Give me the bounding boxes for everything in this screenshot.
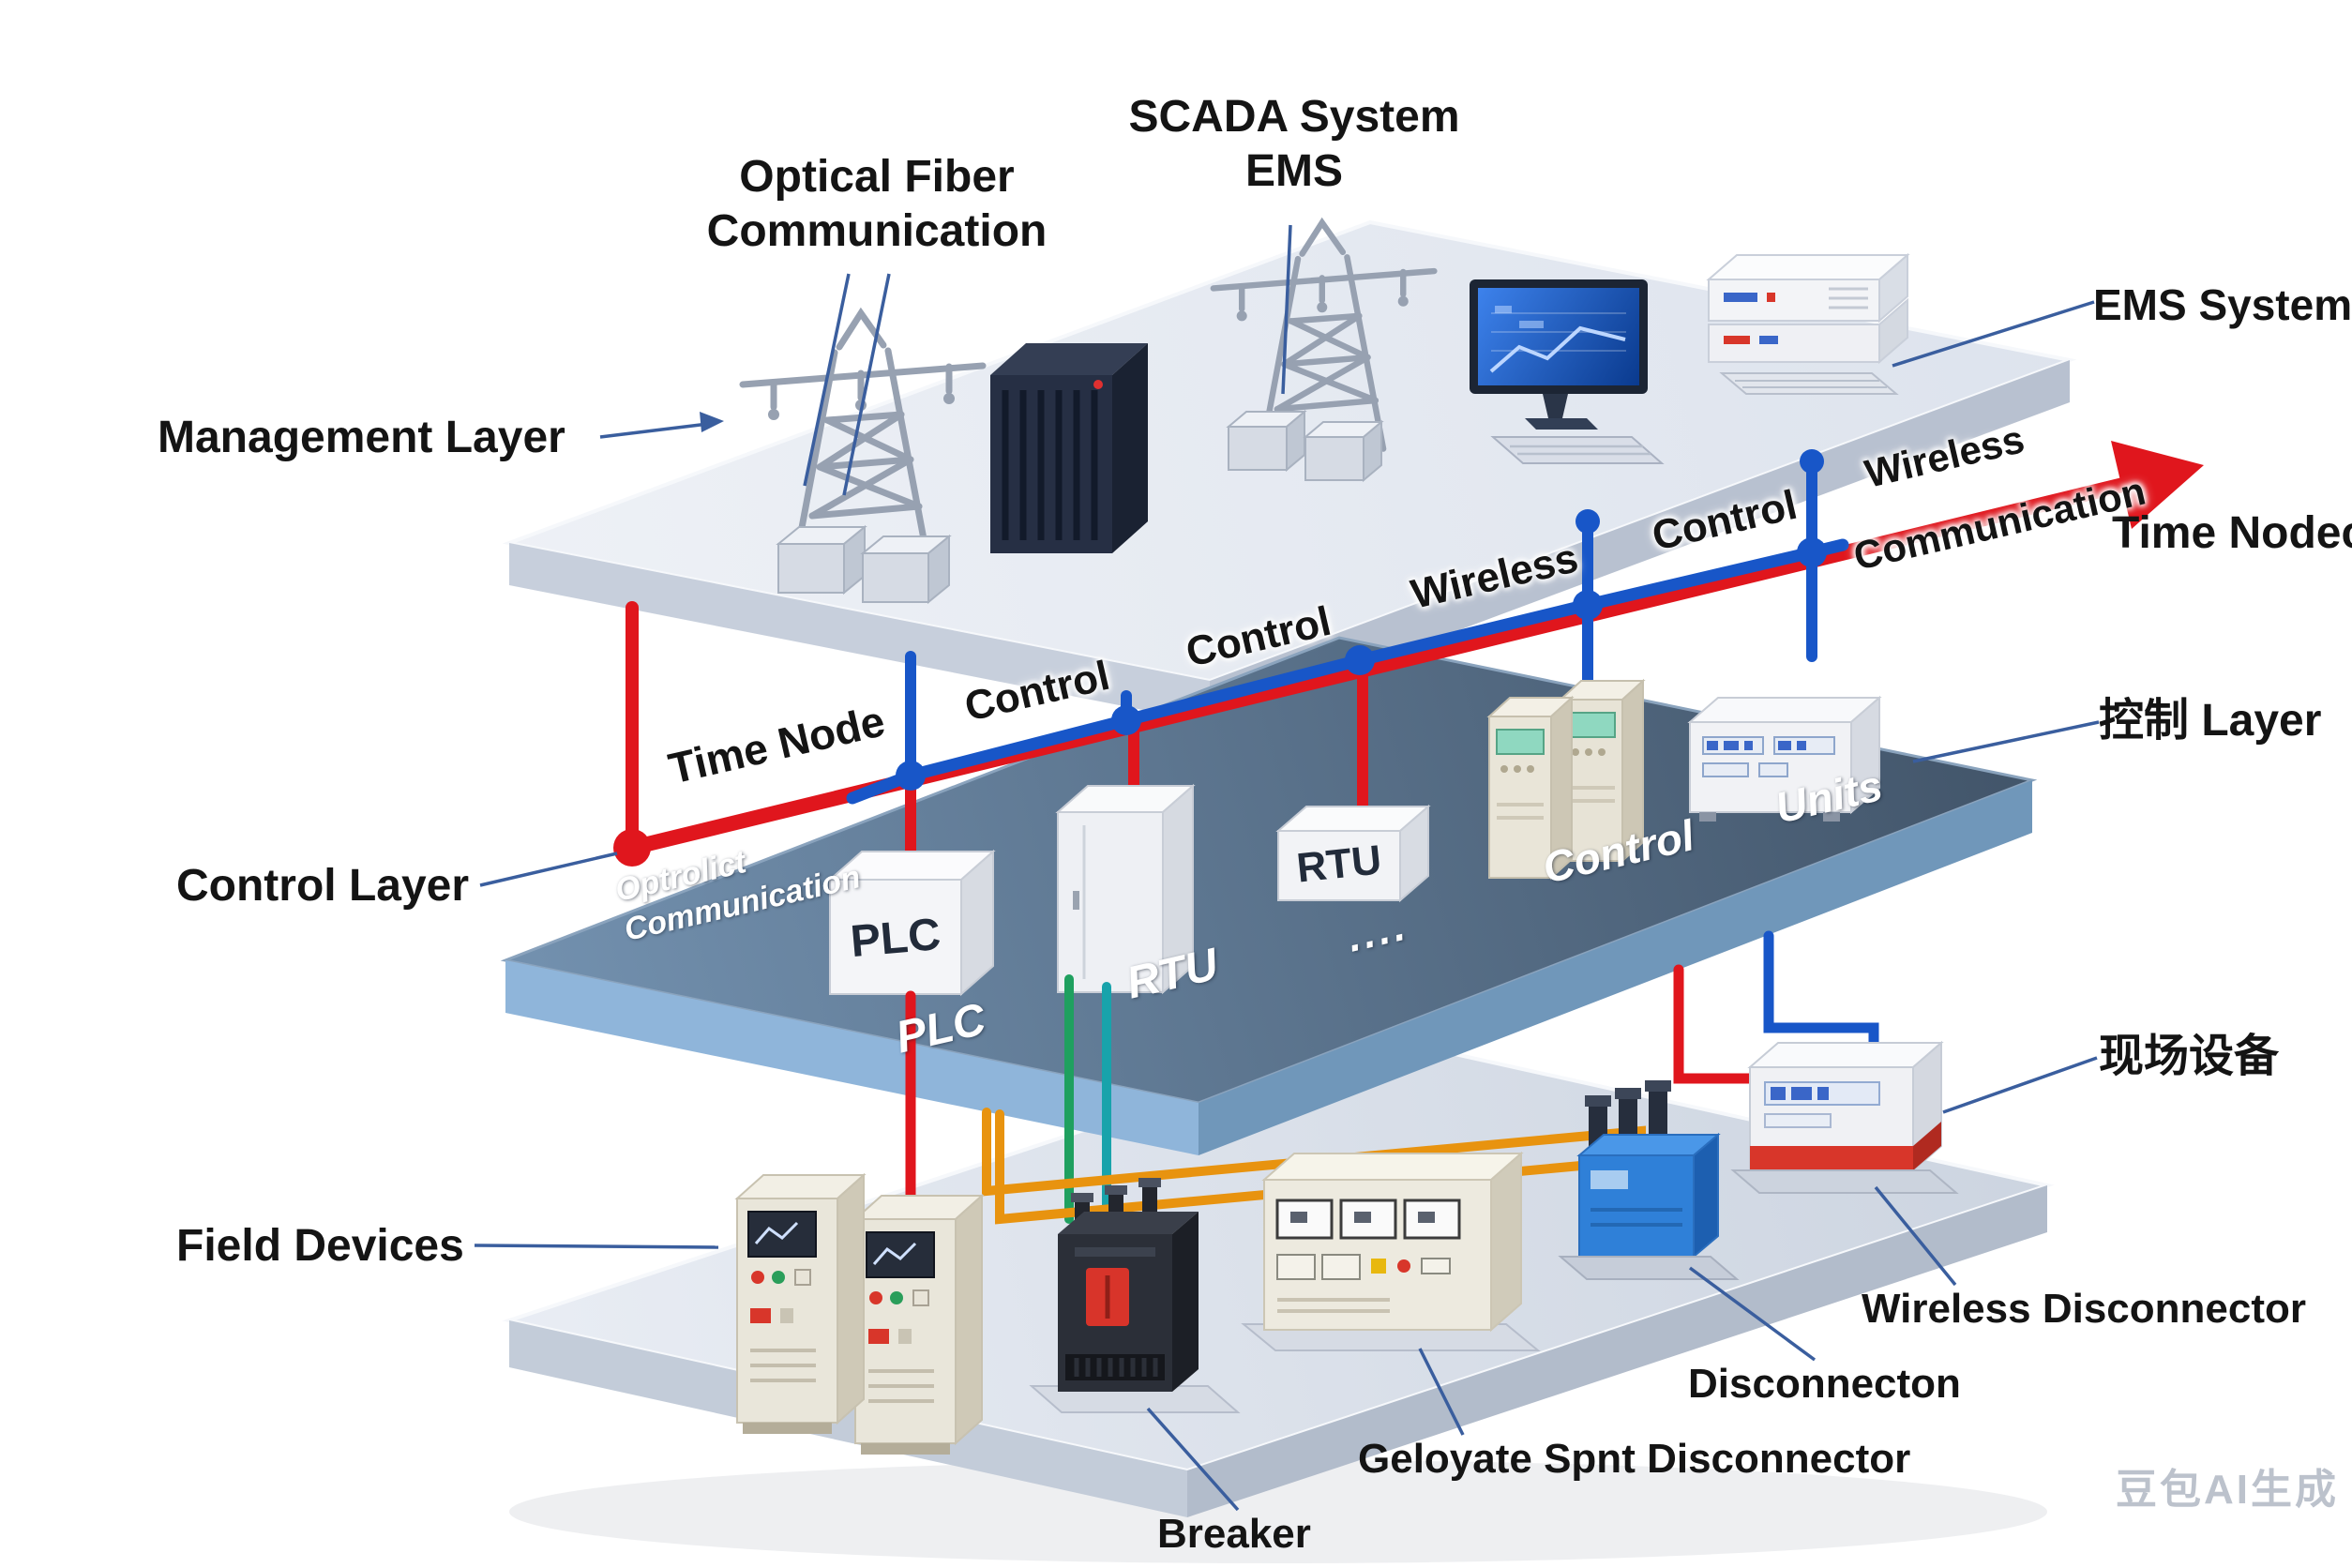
label-control-layer-cn: 控制 Layer [2099, 696, 2322, 746]
wireless-disconnector-icon [1730, 1040, 1959, 1194]
label-field-devices: Field Devices [176, 1221, 464, 1271]
rtu-cabinet-icon [1055, 783, 1196, 995]
label-optical-fiber-communication: Optical Fiber Communication [699, 150, 1055, 258]
label-optical-fiber-line1: Optical Fiber [739, 152, 1015, 202]
disconnector-icon [1558, 1080, 1740, 1280]
communication-lines [613, 441, 2204, 882]
label-scada-line2: EMS [1244, 145, 1343, 196]
label-ems-system: EMS System [2093, 280, 2352, 329]
substation-box [860, 534, 952, 605]
device-text-plc: PLC [848, 909, 943, 968]
label-scada-system-ems: SCADA System EMS [1097, 90, 1491, 198]
plc-box-icon [827, 849, 996, 997]
units-box-icon [1687, 695, 1882, 822]
substation-box [776, 524, 867, 596]
time-node-dot [613, 829, 651, 867]
breaker-icon [1029, 1178, 1241, 1413]
ems-server-icon [1706, 252, 1910, 395]
substation-box [1303, 419, 1384, 483]
relay-panel-icon [1241, 1151, 1541, 1351]
field-cabinet-2-icon [852, 1193, 985, 1455]
label-control-layer: Control Layer [176, 861, 470, 911]
ground-shadow [509, 1460, 2047, 1563]
label-time-nodec: Time Nodec [2112, 508, 2352, 558]
rtu-box-icon [1275, 804, 1431, 903]
label-optical-fiber-line2: Communication [706, 205, 1048, 256]
time-axis-arrowhead [2111, 441, 2204, 529]
label-field-devices-cn: 现场设备 [2099, 1032, 2280, 1081]
scada-monitor-icon [1470, 279, 1665, 464]
label-leader-lines [474, 224, 2100, 1512]
transmission-tower-2-icon [1214, 223, 1435, 483]
substation-box [1226, 409, 1307, 473]
label-scada-line1: SCADA System [1128, 92, 1460, 142]
control-cabinets-icon [1486, 678, 1646, 881]
label-wireless-disconnector: Wireless Disconnector [1862, 1286, 2306, 1332]
field-cabinet-1-icon [734, 1172, 867, 1434]
label-geloyate-spnt-disconnector: Geloyate Spnt Disconnector [1358, 1436, 1911, 1482]
label-disconnecton: Disconnecton [1688, 1361, 1961, 1407]
server-rack-icon [990, 343, 1148, 553]
transmission-tower-1-icon [743, 313, 983, 605]
label-breaker: Breaker [1157, 1511, 1311, 1557]
label-management-layer: Management Layer [158, 413, 565, 462]
watermark: 豆包AI生成 [2116, 1467, 2339, 1513]
